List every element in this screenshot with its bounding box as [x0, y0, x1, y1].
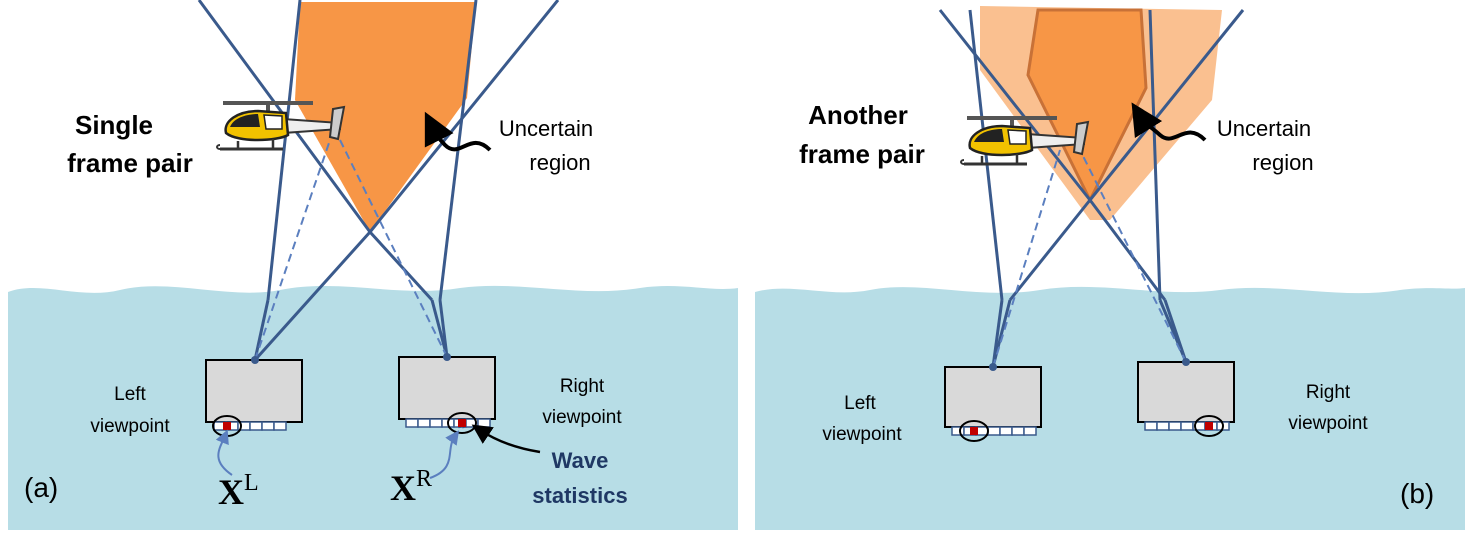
- sensor-strip-right-b: [1144, 421, 1230, 431]
- wave-line1: Wave: [552, 448, 609, 473]
- uncertain-region-a: [295, 2, 476, 232]
- left-vp-line1-b: Left: [844, 393, 876, 414]
- panel-label-a: (a): [24, 472, 58, 503]
- camera-right-a: [398, 353, 496, 434]
- sensor-strip-left-b: [951, 426, 1037, 436]
- left-vp-line2-a: viewpoint: [90, 416, 170, 437]
- right-vp-line1-a: Right: [560, 376, 605, 397]
- title-line1-a: Single: [75, 110, 153, 140]
- panel-b: Another frame pair Uncertain region Left…: [755, 6, 1465, 530]
- left-vp-line2-b: viewpoint: [822, 424, 902, 445]
- xl-pointer: [215, 429, 233, 476]
- left-vp-line1-a: Left: [114, 384, 146, 405]
- pixel-marker-left-b: [970, 427, 978, 435]
- wave-line2: statistics: [532, 483, 627, 508]
- camera-right-b: [1137, 358, 1235, 437]
- sensor-strip-left-a: [213, 421, 287, 431]
- dashed-rays-b: [992, 149, 1187, 368]
- pixel-marker-right-b: [1205, 422, 1213, 430]
- water-a: [8, 285, 738, 530]
- xl-label: XL: [218, 470, 259, 512]
- panel-label-b: (b): [1400, 478, 1434, 509]
- dashed-rays-a: [254, 139, 448, 361]
- xr-label: XR: [390, 466, 432, 508]
- panel-a: Single frame pair Uncertain region Left …: [8, 0, 738, 530]
- wave-pointer: [471, 424, 541, 454]
- title-line2-a: frame pair: [67, 148, 193, 178]
- right-vp-line2-b: viewpoint: [1288, 413, 1368, 434]
- uncertain-line2-a: region: [529, 150, 590, 175]
- uncertain-line1-b: Uncertain: [1217, 116, 1311, 141]
- camera-left-a: [205, 356, 303, 437]
- curved-arrow-icon: [1131, 102, 1207, 142]
- right-vp-line2-a: viewpoint: [542, 407, 622, 428]
- water-b: [755, 286, 1465, 530]
- pixel-marker-left-a: [223, 422, 231, 430]
- uncertain-region-b: [1026, 8, 1148, 204]
- curved-arrow-icon: [424, 111, 492, 152]
- title-line2-b: frame pair: [799, 139, 925, 169]
- right-vp-line1-b: Right: [1306, 382, 1351, 403]
- title-line1-b: Another: [808, 100, 908, 130]
- uncertain-line1-a: Uncertain: [499, 116, 593, 141]
- xr-pointer: [429, 430, 460, 479]
- camera-left-b: [944, 363, 1042, 442]
- uncertain-line2-b: region: [1252, 150, 1313, 175]
- pixel-marker-right-a: [458, 419, 466, 427]
